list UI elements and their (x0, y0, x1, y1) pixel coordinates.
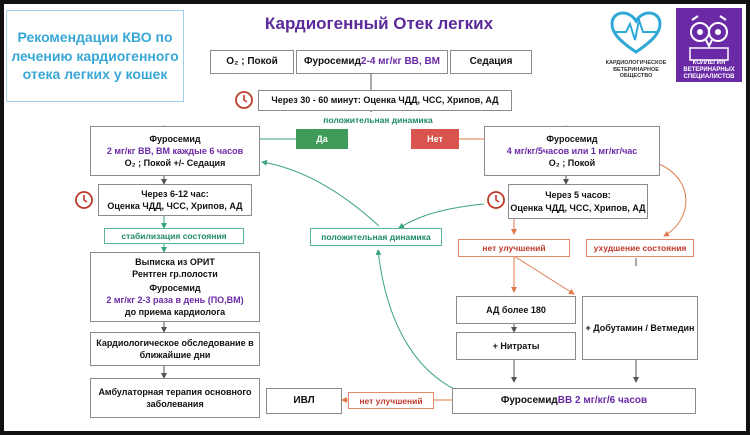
sedation-label: Седация (469, 56, 513, 68)
left-furosemide-extra: O₂ ; Покой +/- Седация (124, 158, 226, 169)
yes-badge: Да (296, 129, 348, 149)
right-logo-caption: КОЛЛЕГИЯ ВЕТЕРИНАРНЫХ СПЕЦИАЛИСТОВ (683, 60, 735, 81)
clock-icon (74, 190, 94, 215)
right-check-box: Через 5 часов: Оценка ЧДД, ЧСС, Хрипов, … (508, 184, 648, 219)
nitrates-text: + Нитраты (492, 340, 540, 351)
clock-icon (234, 90, 254, 115)
furosemide-label: Фуросемид (303, 56, 361, 68)
positive-dynamics-label: положительная динамика (296, 112, 460, 128)
o2-rest-box: O₂ ; Покой (210, 50, 294, 74)
heart-ecg-icon (608, 10, 664, 56)
cardio-exam-box: Кардиологическое обследование в ближайши… (90, 332, 260, 366)
left-check-line2: Оценка ЧДД, ЧСС, Хрипов, АД (107, 201, 243, 211)
outpatient-therapy-box: Амбулаторная терапия основного заболеван… (90, 378, 260, 418)
stabilization-label: стабилизация состояния (104, 228, 244, 244)
middle-no-improvement-label: нет улучшений (348, 392, 434, 409)
outpatient-therapy-text: Амбулаторная терапия основного заболеван… (98, 386, 252, 409)
discharge-tail: до приема кардиолога (124, 307, 226, 318)
sedation-box: Седация (450, 50, 532, 74)
right-no-improvement-label: нет улучшений (458, 239, 570, 257)
discharge-furosemide: Фуросемид (149, 282, 201, 293)
left-logo-caption: КАРДИОЛОГИЧЕСКОЕ ВЕТЕРИНАРНОЕ ОБЩЕСТВО (605, 60, 667, 80)
discharge-line2: Рентген гр.полости (132, 268, 218, 279)
right-furosemide-extra: O₂ ; Покой (548, 158, 596, 169)
furosemide-dose: 2-4 мг/кг ВВ, ВМ (360, 56, 440, 68)
diagram-page: Рекомендации КВО по лечению кардиогенног… (4, 4, 746, 431)
page-title: Кардиогенный Отек легких (264, 14, 494, 33)
left-furosemide-title: Фуросемид (149, 133, 201, 144)
discharge-box: Выписка из ОРИТ Рентген гр.полости Фурос… (90, 252, 260, 322)
nitrates-box: + Нитраты (456, 332, 576, 360)
furosemide-iv-dose: ВВ 2 мг/кг/6 часов (557, 395, 648, 407)
discharge-line1: Выписка из ОРИТ (135, 256, 215, 267)
bp-high-text: АД более 180 (486, 304, 546, 315)
right-furosemide-box: Фуросемид 4 мг/кг/5часов или 1 мг/кг/час… (484, 126, 660, 176)
title-box: Рекомендации КВО по лечению кардиогенног… (6, 10, 184, 102)
left-furosemide-box: Фуросемид 2 мг/кг ВВ, ВМ каждые 6 часов … (90, 126, 260, 176)
check-30-60-min-text: Через 30 - 60 минут: Оценка ЧДД, ЧСС, Хр… (271, 95, 499, 106)
right-check-line2: Оценка ЧДД, ЧСС, Хрипов, АД (510, 202, 646, 213)
discharge-dose: 2 мг/кг 2-3 раза в день (ПО,ВМ) (106, 295, 244, 306)
furosemide-initial-box: Фуросемид 2-4 мг/кг ВВ, ВМ (296, 50, 448, 74)
cardio-exam-text: Кардиологическое обследование в ближайши… (96, 337, 254, 360)
furosemide-iv-label: Фуросемид (500, 395, 558, 407)
right-furosemide-title: Фуросемид (546, 133, 598, 144)
bp-high-box: АД более 180 (456, 296, 576, 324)
check-30-60-min-box: Через 30 - 60 минут: Оценка ЧДД, ЧСС, Хр… (258, 90, 512, 111)
furosemide-iv-box: Фуросемид ВВ 2 мг/кг/6 часов (452, 388, 696, 414)
ivl-box: ИВЛ (266, 388, 342, 414)
left-check-line1: Через 6-12 час: (141, 188, 209, 199)
no-badge: Нет (411, 129, 459, 149)
left-furosemide-dose: 2 мг/кг ВВ, ВМ каждые 6 часов (106, 145, 244, 156)
dobutamine-box: + Добутамин / Ветмедин (582, 296, 698, 360)
owl-icon: КОЛЛЕГИЯ ВЕТЕРИНАРНЫХ СПЕЦИАЛИСТОВ (676, 8, 742, 82)
middle-positive-dynamics-label: положительная динамика (310, 228, 442, 246)
left-check-box: Через 6-12 час: Оценка ЧДД, ЧСС, Хрипов,… (98, 184, 252, 216)
ivl-text: ИВЛ (293, 395, 315, 407)
clock-icon (486, 190, 506, 215)
right-furosemide-dose: 4 мг/кг/5часов или 1 мг/кг/час (506, 145, 638, 156)
worsening-label: ухудшение состояния (586, 239, 694, 257)
dobutamine-text: + Добутамин / Ветмедин (585, 322, 695, 333)
o2-rest-label: O₂ ; Покой (226, 56, 278, 68)
right-check-line1: Через 5 часов: (545, 190, 611, 201)
